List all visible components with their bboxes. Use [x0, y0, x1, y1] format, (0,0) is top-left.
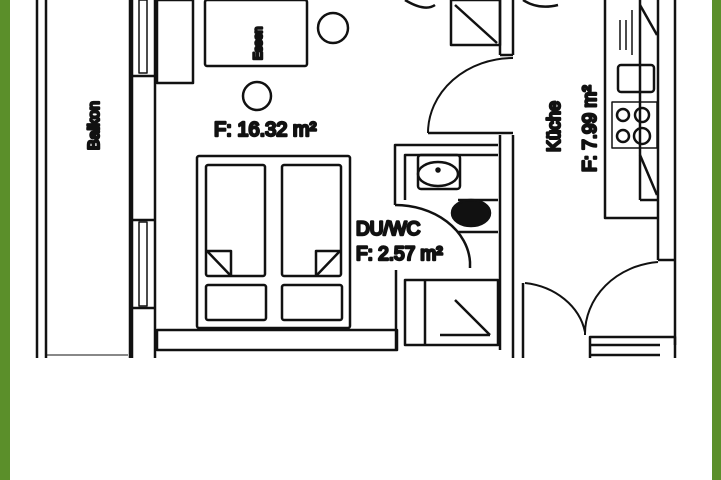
living-area: F: 16.32 m² [214, 119, 317, 141]
balcony-label: Balkon [86, 101, 103, 150]
chair-icon [316, 11, 350, 45]
kitchen-area: F: 7.99 m² [580, 85, 601, 172]
dining-table [203, 0, 309, 68]
balcony [35, 0, 132, 358]
window-wall [130, 0, 195, 358]
frame-left [0, 0, 10, 480]
bathroom [393, 143, 500, 350]
frame-right [712, 0, 721, 480]
entry-area [404, 0, 559, 358]
kitchen-label: Küche [544, 101, 564, 152]
wall-bottom [155, 328, 399, 352]
bathroom-label: DU/WC [356, 219, 420, 240]
double-bed [195, 154, 352, 330]
bathroom-area: F: 2.57 m² [356, 244, 443, 265]
dining-label: Essen [251, 27, 265, 60]
kitchen-counter [521, 0, 677, 358]
chair-icon [241, 80, 273, 112]
